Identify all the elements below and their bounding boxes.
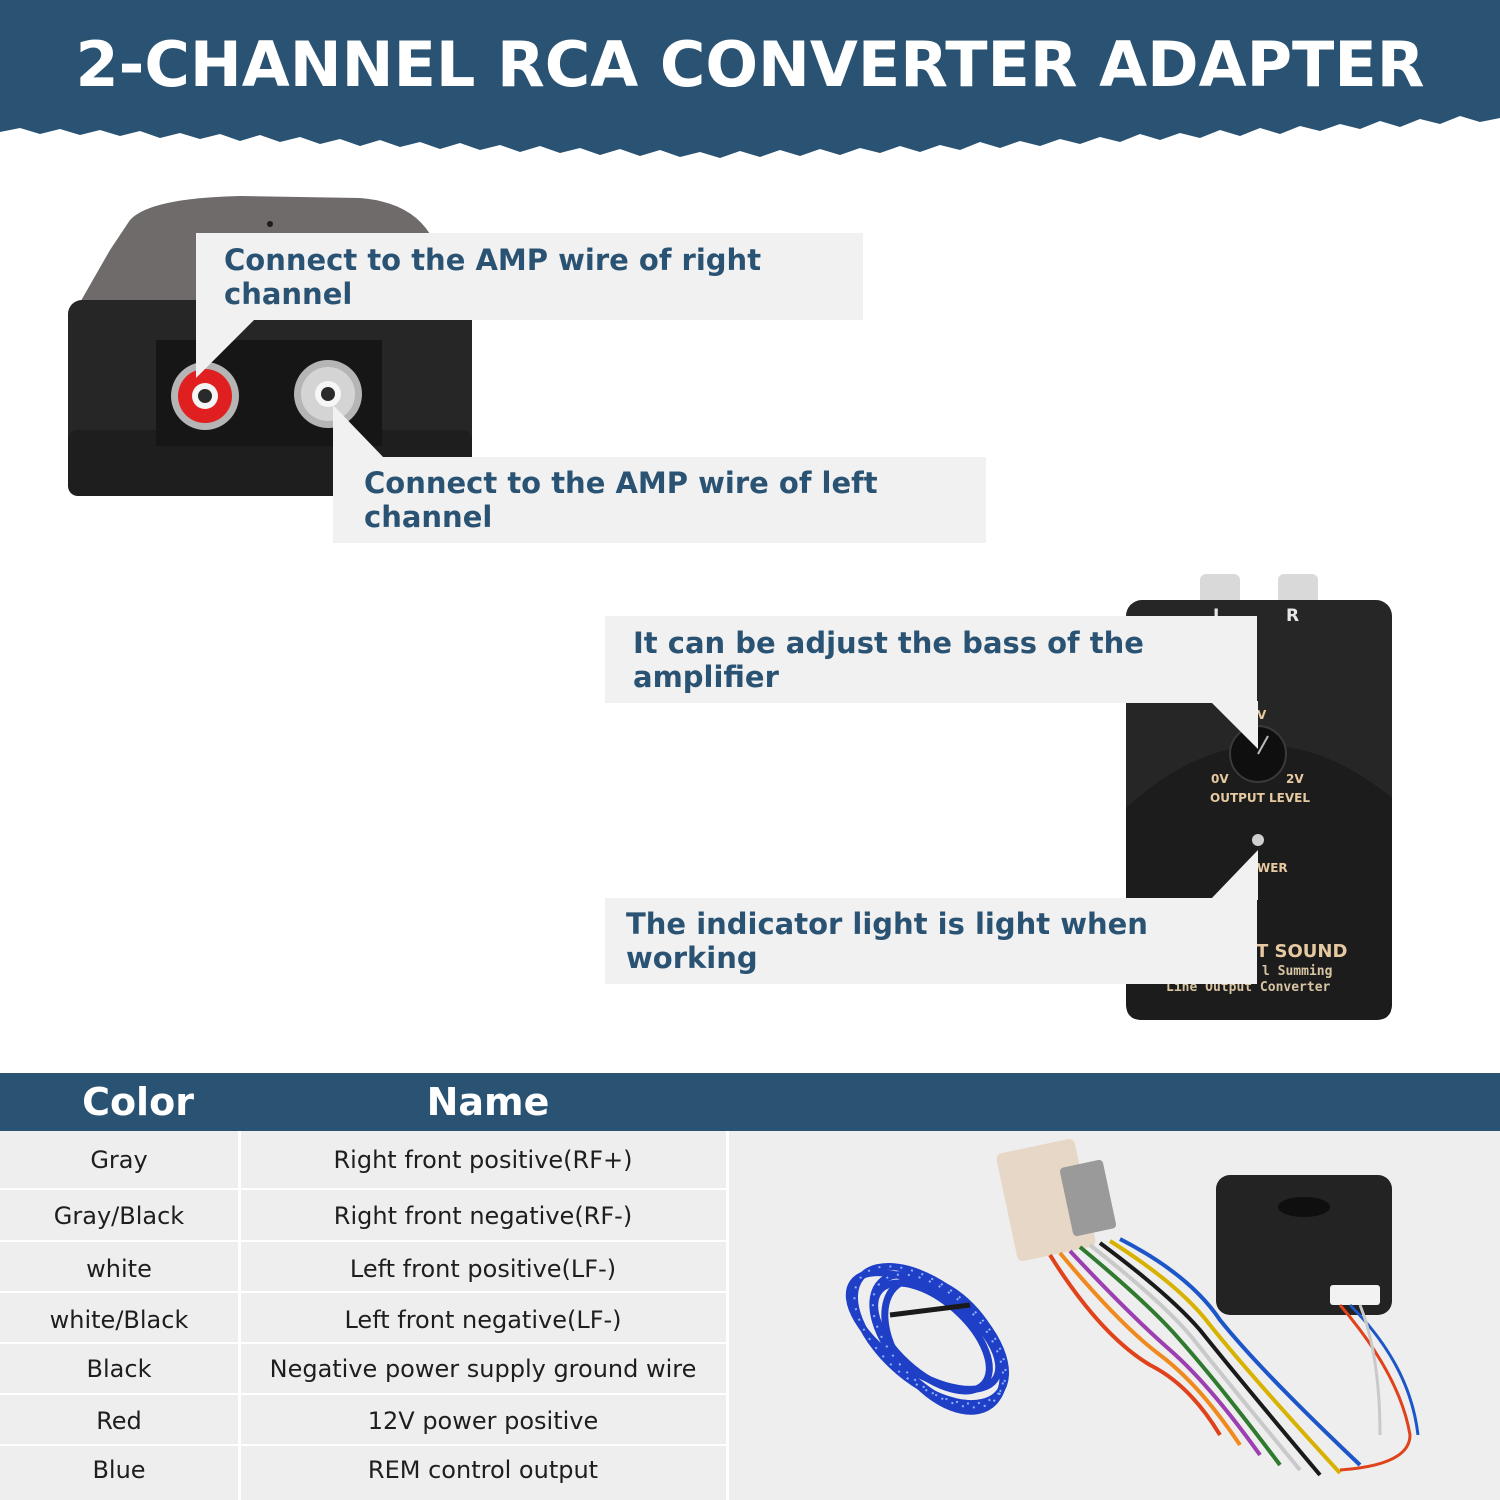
callout-right-pointer (196, 318, 256, 378)
callout-indicator-text: The indicator light is light when workin… (626, 907, 1148, 975)
table-header (0, 1073, 1500, 1131)
row-divider (0, 1444, 727, 1446)
row-name: Right front positive(RF+) (333, 1145, 633, 1174)
callout-bass-pointer (1210, 701, 1258, 749)
row-name: Left front positive(LF-) (349, 1254, 617, 1283)
row-color: Blue (92, 1455, 146, 1484)
table-row: white Left front positive(LF-) (0, 1243, 727, 1294)
row-color: white (86, 1254, 152, 1283)
row-divider (0, 1188, 727, 1190)
column-divider (726, 1131, 729, 1500)
table-row: Gray Right front positive(RF+) (0, 1134, 727, 1185)
power-label: WER (1257, 861, 1288, 875)
product-kit-image (845, 1139, 1420, 1477)
row-name: 12V power positive (367, 1406, 599, 1435)
callout-bass-text: It can be adjust the bass of the amplifi… (633, 625, 1144, 694)
row-name: Negative power supply ground wire (269, 1354, 697, 1383)
row-divider (0, 1240, 727, 1242)
device-line-1: l Summing (1262, 964, 1333, 979)
row-color: Gray/Black (53, 1201, 185, 1230)
callout-bass: It can be adjust the bass of the amplifi… (605, 616, 1257, 703)
table-row: Red 12V power positive (0, 1395, 727, 1446)
column-divider (238, 1131, 241, 1500)
callout-left-channel-text: Connect to the AMP wire of left channel (364, 466, 878, 534)
row-name: Left front negative(LF-) (344, 1305, 622, 1334)
table-row: Gray/Black Right front negative(RF-) (0, 1190, 727, 1241)
callout-left-channel: Connect to the AMP wire of left channel (333, 457, 986, 543)
callout-indicator: The indicator light is light when workin… (605, 898, 1257, 984)
row-name: REM control output (367, 1455, 599, 1484)
table-header-color: Color (82, 1080, 194, 1124)
row-name: Right front negative(RF-) (333, 1201, 633, 1230)
knob-top-label: V (1257, 708, 1267, 722)
knob-min-label: 0V (1211, 772, 1229, 786)
table-row: white/Black Left front negative(LF-) (0, 1294, 727, 1345)
row-divider (0, 1291, 727, 1293)
table-row: Blue REM control output (0, 1444, 727, 1495)
callout-right-channel: Connect to the AMP wire of right channel (196, 233, 863, 320)
callout-left-pointer (333, 405, 385, 459)
row-divider (0, 1393, 727, 1395)
callout-right-channel-text: Connect to the AMP wire of right channel (224, 242, 762, 311)
page-title: 2-CHANNEL RCA CONVERTER ADAPTER (75, 28, 1425, 101)
table-row: Black Negative power supply ground wire (0, 1343, 727, 1394)
knob-max-label: 2V (1286, 772, 1304, 786)
device-brand: T SOUND (1256, 941, 1348, 962)
row-divider (0, 1342, 727, 1344)
device-label-r: R (1286, 606, 1300, 626)
header-banner (0, 0, 1500, 158)
row-color: Red (96, 1406, 142, 1435)
table-header-name: Name (426, 1080, 550, 1124)
row-color: white/Black (49, 1305, 189, 1334)
output-level-label: OUTPUT LEVEL (1210, 791, 1311, 805)
callout-indicator-pointer (1210, 850, 1258, 900)
row-color: Gray (90, 1145, 148, 1174)
row-color: Black (86, 1354, 152, 1383)
